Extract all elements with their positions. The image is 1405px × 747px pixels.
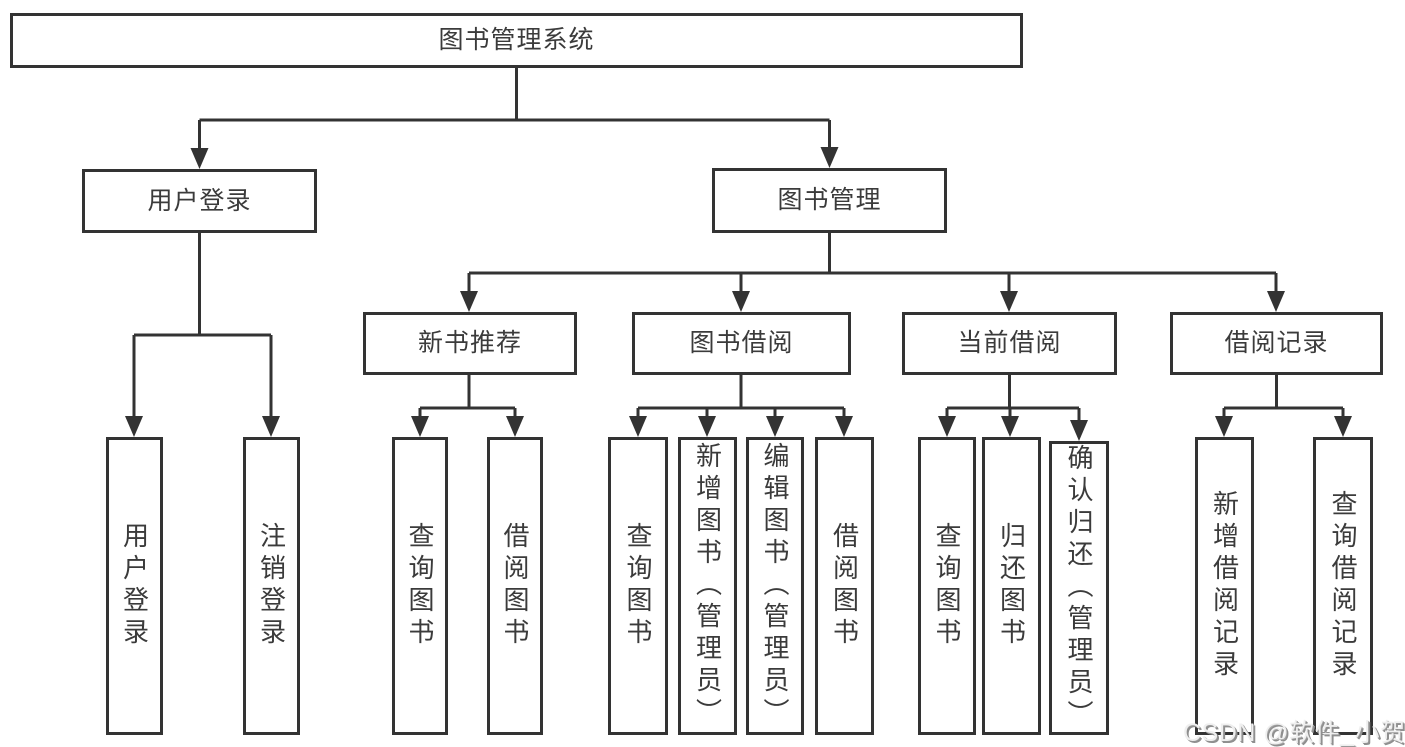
arrowhead — [1000, 291, 1018, 312]
connector-borrowrecords-to-leaves — [1215, 375, 1352, 437]
arrowhead — [1215, 416, 1233, 437]
node-book-management: 图书管理 — [712, 168, 947, 233]
arrowhead — [190, 148, 209, 169]
leaf-bookborrow-query-book: 查询图书 — [608, 437, 668, 735]
leaf-logout: 注销登录 — [243, 437, 300, 735]
connector-userlogin-to-leaves — [125, 233, 280, 437]
leaf-user-login: 用户登录 — [106, 437, 163, 735]
leaf-newbook-borrow-book: 借阅图书 — [487, 437, 543, 735]
connector-bookmgmt-to-level3 — [460, 233, 1285, 312]
arrowhead — [1267, 291, 1285, 312]
watermark: CSDN @软件_小贺同学 — [1183, 719, 1405, 747]
node-book-borrow: 图书借阅 — [632, 312, 851, 375]
leaf-currentborrow-query-book: 查询图书 — [918, 437, 976, 735]
leaf-records-query-record: 查询借阅记录 — [1313, 437, 1373, 735]
arrowhead — [506, 416, 524, 437]
leaf-currentborrow-return-book: 归还图书 — [982, 437, 1041, 735]
node-borrow-records: 借阅记录 — [1170, 312, 1383, 375]
node-new-book-recommend: 新书推荐 — [363, 312, 577, 375]
arrowhead — [629, 416, 647, 437]
connector-root-to-level2 — [190, 68, 839, 169]
arrowhead — [766, 416, 784, 437]
arrowhead — [698, 416, 716, 437]
arrowhead — [411, 416, 429, 437]
connector-currentborrow-to-leaves — [938, 375, 1088, 441]
arrowhead — [1070, 420, 1088, 441]
arrowhead — [125, 416, 143, 437]
arrowhead — [835, 416, 853, 437]
arrowhead — [732, 291, 750, 312]
leaf-bookborrow-borrow-book: 借阅图书 — [815, 437, 874, 735]
leaf-newbook-query-book: 查询图书 — [392, 437, 448, 735]
leaf-bookborrow-edit-book-admin: 编辑图书（管理员） — [746, 437, 804, 735]
leaf-bookborrow-add-book-admin: 新增图书（管理员） — [678, 437, 737, 735]
node-user-login: 用户登录 — [82, 169, 317, 233]
node-current-borrow: 当前借阅 — [902, 312, 1117, 375]
connector-newbook-to-leaves — [411, 375, 524, 437]
arrowhead — [1001, 416, 1019, 437]
leaf-records-add-record: 新增借阅记录 — [1195, 437, 1254, 735]
node-library-system: 图书管理系统 — [10, 13, 1023, 68]
arrowhead — [460, 291, 478, 312]
arrowhead — [262, 416, 280, 437]
connector-bookborrow-to-leaves — [629, 375, 853, 437]
arrowhead — [820, 147, 839, 168]
arrowhead — [938, 416, 956, 437]
arrowhead — [1334, 416, 1352, 437]
leaf-currentborrow-confirm-return-admin: 确认归还（管理员） — [1049, 441, 1109, 735]
